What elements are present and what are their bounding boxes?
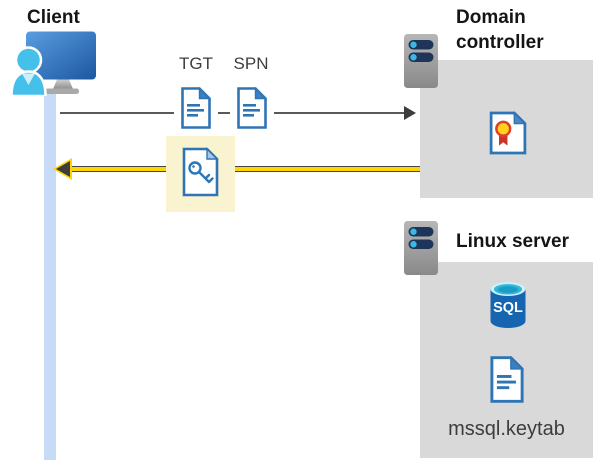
keytab-document-icon <box>490 356 524 403</box>
response-arrow-head <box>56 161 70 177</box>
sql-badge-text: SQL <box>493 300 523 316</box>
spn-document-icon <box>230 84 274 132</box>
certificate-icon <box>489 111 527 155</box>
tgt-document-icon <box>174 84 218 132</box>
client-lifeline <box>44 94 56 460</box>
response-arrow-line <box>66 166 420 172</box>
key-document-icon <box>182 147 219 197</box>
sql-database-icon: SQL <box>490 282 526 328</box>
linux-server-icon <box>404 221 438 275</box>
domain-controller-server-icon <box>404 34 438 88</box>
linux-server-label: Linux server <box>456 231 569 252</box>
keytab-filename-label: mssql.keytab <box>448 418 565 440</box>
domain-controller-label: Domain controller <box>456 7 544 53</box>
tgt-label: TGT <box>179 54 213 73</box>
client-computer-icon <box>10 31 96 96</box>
request-arrow-head <box>404 106 416 120</box>
client-label: Client <box>27 7 80 28</box>
spn-label: SPN <box>233 54 269 73</box>
